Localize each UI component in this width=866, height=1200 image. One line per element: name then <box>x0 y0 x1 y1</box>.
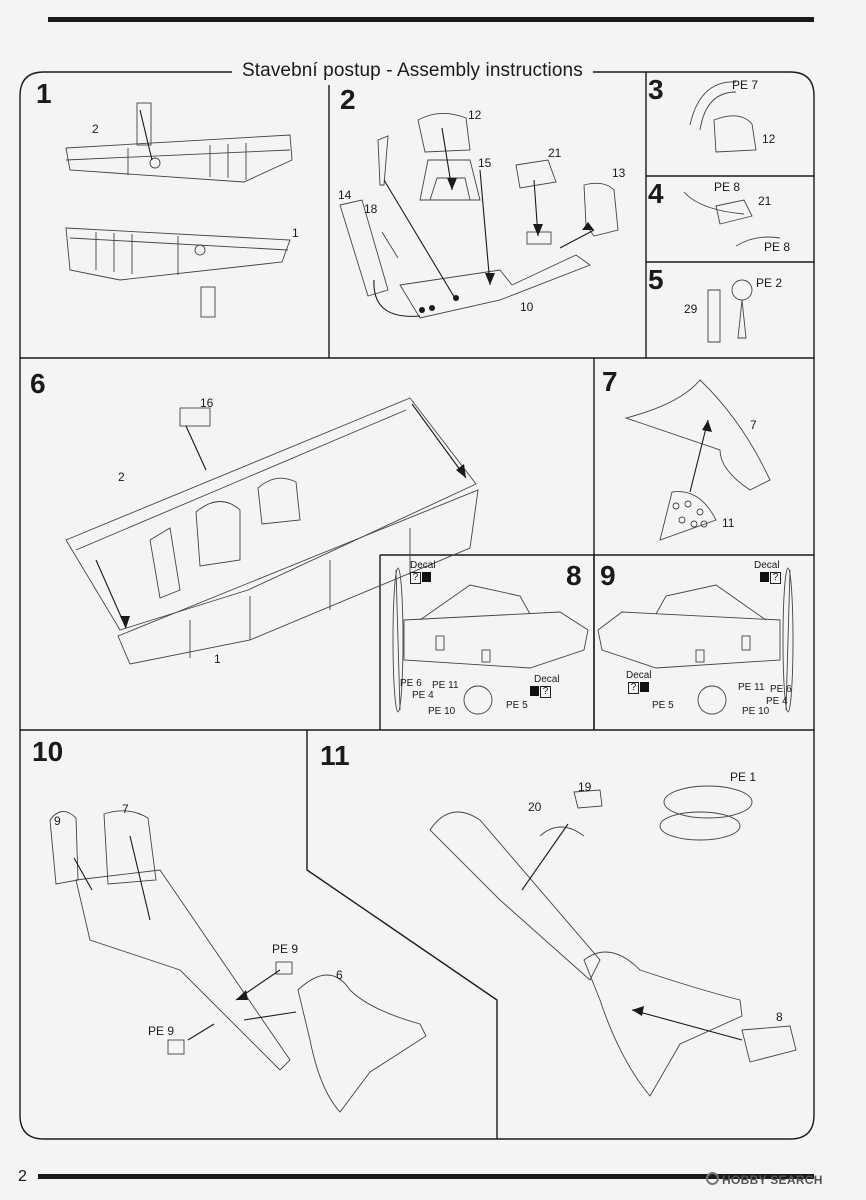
part-label: PE 11 <box>738 682 765 693</box>
bottom-rule <box>38 1174 814 1179</box>
part-label: PE 10 <box>742 706 770 717</box>
step-number-8: 8 <box>566 560 582 591</box>
part-label: PE 4 <box>412 690 434 701</box>
decal-square-icon <box>530 686 539 696</box>
part-label: PE 7 <box>732 78 759 92</box>
decal-question-box: ? <box>628 682 639 694</box>
part-label: 7 <box>750 418 757 432</box>
decal-label: Decal <box>534 674 560 685</box>
part-label: 10 <box>520 300 534 314</box>
part-label: PE 1 <box>730 770 757 784</box>
part-label: PE 2 <box>756 276 783 290</box>
step-number-4: 4 <box>648 178 664 209</box>
part-label: 11 <box>722 516 735 530</box>
part-label: PE 6 <box>770 684 792 695</box>
part-label: 1 <box>214 652 221 666</box>
part-label: 7 <box>122 802 129 816</box>
step-number-9: 9 <box>600 560 616 591</box>
top-rule <box>48 17 814 22</box>
part-label: 12 <box>468 108 482 122</box>
part-label: 6 <box>336 968 343 982</box>
decal-label: Decal <box>754 560 780 571</box>
part-label: 20 <box>528 800 542 814</box>
part-label: PE 8 <box>764 240 791 254</box>
part-label: 21 <box>758 194 772 208</box>
part-label: PE 5 <box>506 700 528 711</box>
part-label: PE 10 <box>428 706 456 717</box>
decal-marker: ? <box>760 572 781 584</box>
part-label: 2 <box>118 470 125 484</box>
part-label: 19 <box>578 780 592 794</box>
part-label: 2 <box>92 122 99 136</box>
part-label: 12 <box>762 132 776 146</box>
part-label: PE 9 <box>272 942 299 956</box>
page-title: Stavební postup - Assembly instructions <box>232 60 593 82</box>
step-number-10: 10 <box>32 736 64 767</box>
part-label: 1 <box>292 226 299 240</box>
page-number: 2 <box>18 1168 27 1185</box>
step-number-5: 5 <box>648 264 664 295</box>
decal-question-box: ? <box>540 686 551 698</box>
decal-question-box: ? <box>770 572 781 584</box>
part-label: 21 <box>548 146 562 160</box>
part-label: 13 <box>612 166 626 180</box>
step-number-1: 1 <box>36 78 52 109</box>
part-label: 9 <box>54 814 61 828</box>
step-number-7: 7 <box>602 366 618 397</box>
step-number-3: 3 <box>648 74 664 105</box>
part-label: PE 4 <box>766 696 788 707</box>
decal-question-box: ? <box>410 572 421 584</box>
watermark-text: HOBBY SEARCH <box>722 1173 823 1187</box>
part-label: PE 9 <box>148 1024 175 1038</box>
part-label: 15 <box>478 156 492 170</box>
decal-marker: ? <box>410 572 431 584</box>
hobbysearch-logo-icon <box>706 1172 719 1185</box>
step-number-11: 11 <box>320 740 350 771</box>
decal-marker: ? <box>628 682 649 694</box>
part-label: 8 <box>776 1010 783 1024</box>
decal-marker: ? <box>530 686 551 698</box>
part-label: PE 6 <box>400 678 422 689</box>
step-number-6: 6 <box>30 368 46 399</box>
part-label: 18 <box>364 202 378 216</box>
part-label: 29 <box>684 302 698 316</box>
step-number-2: 2 <box>340 84 356 115</box>
part-label: PE 11 <box>432 680 459 691</box>
decal-label: Decal <box>410 560 436 571</box>
part-label: 16 <box>200 396 214 410</box>
part-label: PE 8 <box>714 180 741 194</box>
decal-square-icon <box>760 572 769 582</box>
part-label: PE 5 <box>652 700 674 711</box>
decal-label: Decal <box>626 670 652 681</box>
part-label: 14 <box>338 188 352 202</box>
decal-square-icon <box>422 572 431 582</box>
decal-square-icon <box>640 682 649 692</box>
watermark: HOBBY SEARCH <box>706 1172 823 1187</box>
